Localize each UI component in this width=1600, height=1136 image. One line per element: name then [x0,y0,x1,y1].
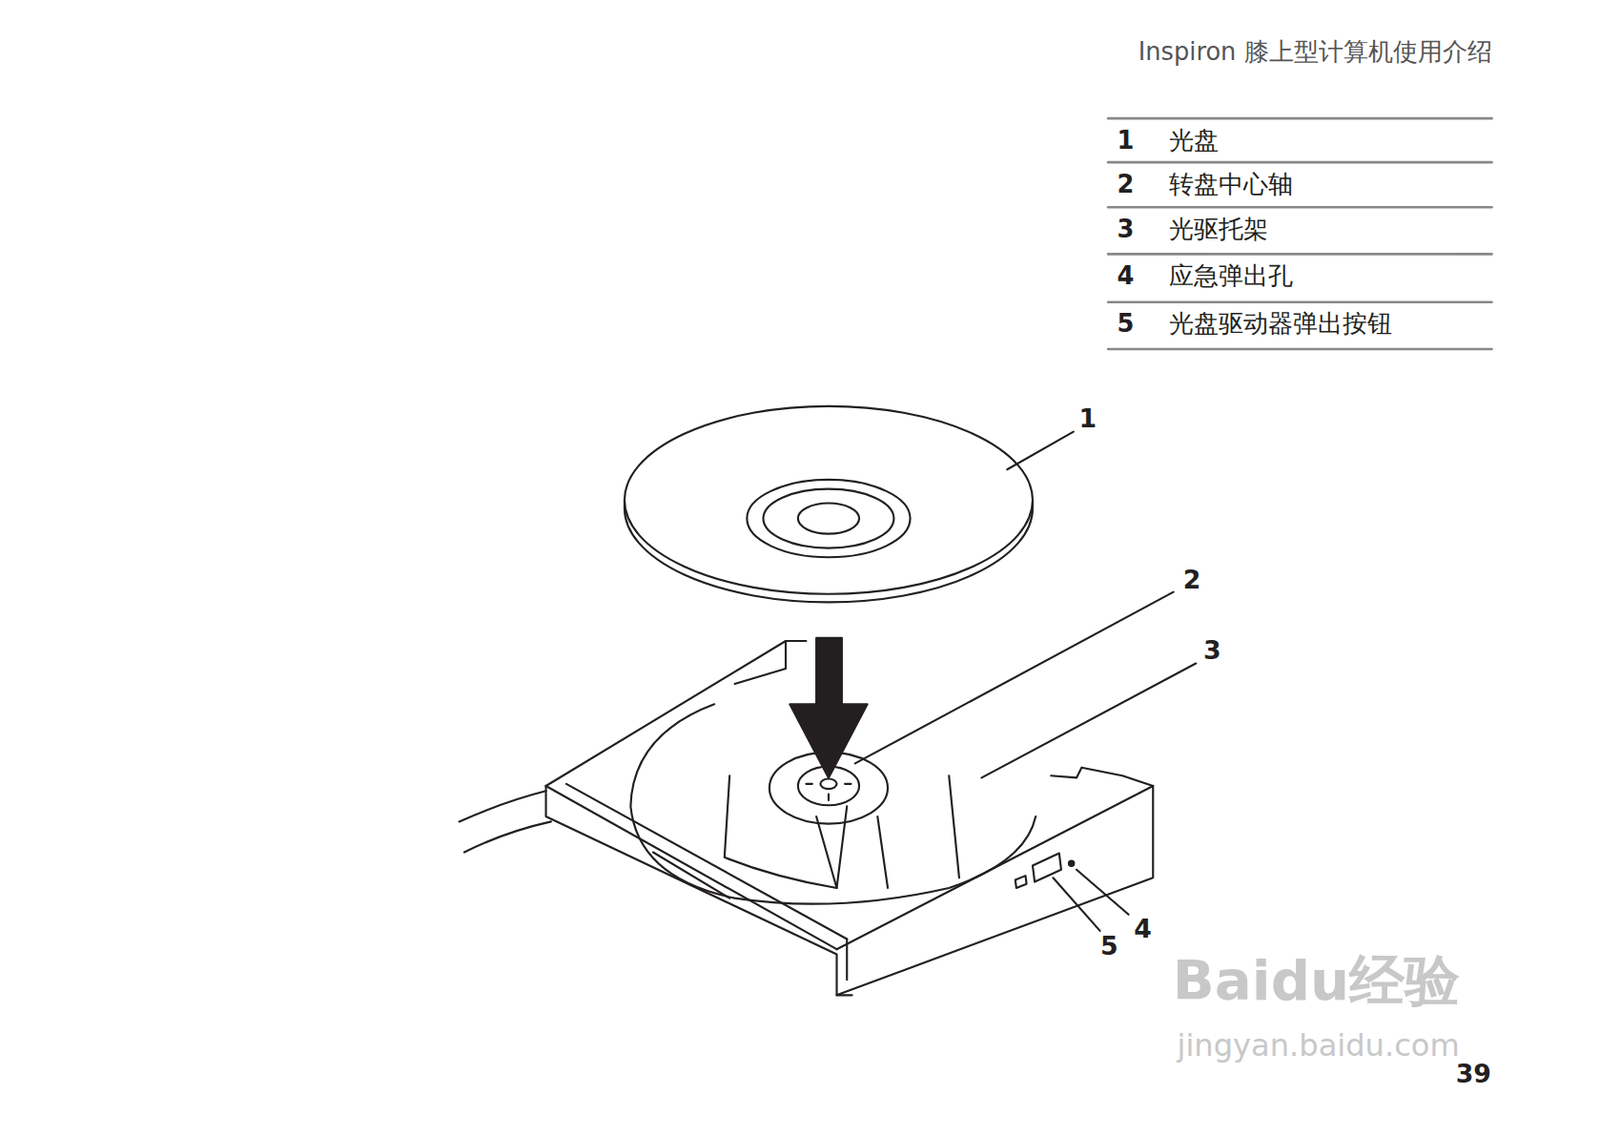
watermark: Baidu经验 [1172,951,1460,1013]
table-number: 5 [1116,309,1134,337]
table-number: 3 [1116,215,1134,243]
table-cell: 光盘驱动器弹出按钮 [1169,309,1393,337]
table-number: 1 [1116,125,1134,153]
callout-number: 2 [1183,565,1202,594]
table-number: 2 [1116,170,1134,198]
table-number: 4 [1116,262,1134,289]
running-header: Inspiron 膝上型计算机使用介绍 [1138,37,1493,64]
callout-number: 5 [1100,931,1119,960]
watermark-url: jingyan.baidu.com [1177,1028,1460,1063]
table-cell: 应急弹出孔 [1169,262,1293,289]
page-number: 39 [1456,1059,1492,1088]
callout-number: 1 [1078,404,1097,432]
callout-number: 4 [1133,914,1152,943]
table-cell: 光盘 [1169,125,1219,153]
table-cell: 转盘中心轴 [1169,170,1293,198]
table-cell: 光驱托架 [1169,215,1269,243]
callout-number: 3 [1203,635,1222,664]
